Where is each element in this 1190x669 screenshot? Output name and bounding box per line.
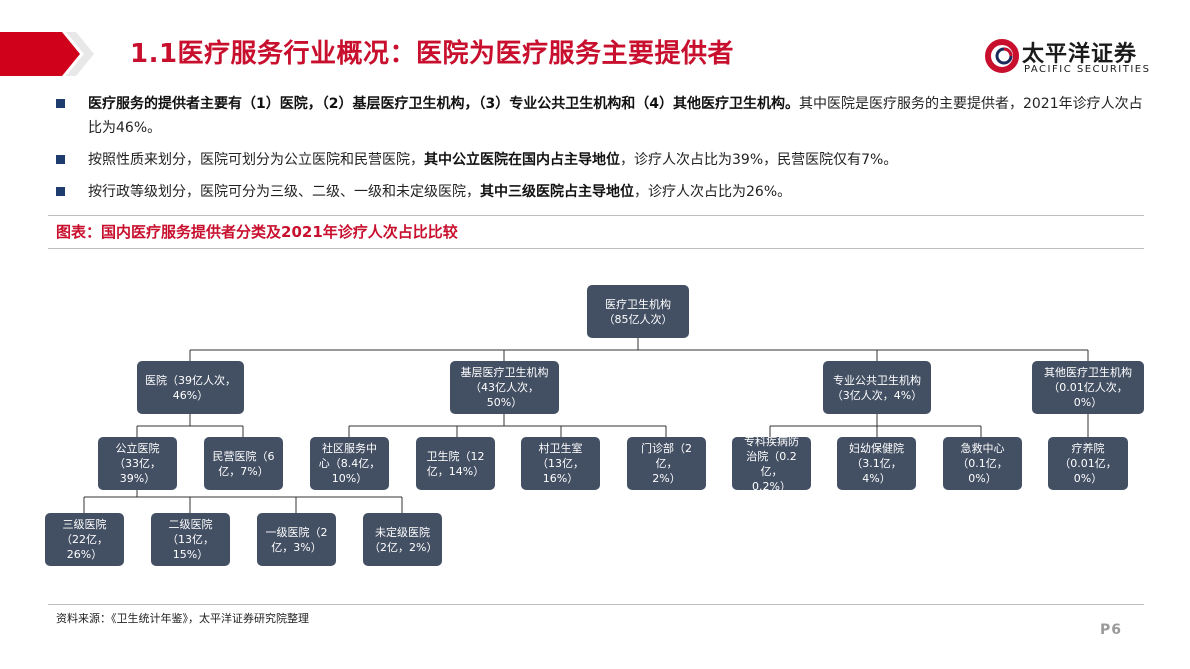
title-red-tab (0, 32, 94, 76)
node-sanatorium: 疗养院 （0.01亿， 0%） (1048, 437, 1128, 490)
bullet-item: 按行政等级划分，医院可分为三级、二级、一级和未定级医院，其中三级医院占主导地位，… (52, 180, 1152, 204)
company-logo: 太平洋证券 PACIFIC SECURITIES (982, 34, 1172, 82)
bullet-item: 按照性质来划分，医院可划分为公立医院和民营医院，其中公立医院在国内占主导地位，诊… (52, 148, 1152, 172)
node-tier2: 二级医院 （13亿，15%） (151, 513, 230, 566)
bullet-list: 医疗服务的提供者主要有（1）医院，（2）基层医疗卫生机构，（3）专业公共卫生机构… (52, 92, 1152, 212)
node-outpatient: 门诊部（2亿， 2%） (627, 437, 706, 490)
logo-mark-icon (985, 39, 1019, 73)
source-note: 资料来源：《卫生统计年鉴》，太平洋证券研究院整理 (56, 612, 309, 625)
node-township-hospital: 卫生院（12 亿，14%） (416, 437, 495, 490)
caption-divider-bottom (48, 248, 1144, 249)
node-unrated: 未定级医院 （2亿，2%） (363, 513, 442, 566)
node-hospital: 医院（39亿人次， 46%） (137, 361, 244, 414)
node-root: 医疗卫生机构 （85亿人次） (587, 285, 689, 338)
node-maternal: 妇幼保健院 （3.1亿，4%） (837, 437, 916, 490)
node-other: 其他医疗卫生机构 （0.01亿人次，0%） (1032, 361, 1144, 414)
node-grassroots: 基层医疗卫生机构 （43亿人次，50%） (450, 361, 559, 414)
page-number: P6 (1100, 622, 1123, 638)
node-public-hospital: 公立医院 （33亿，39%） (98, 437, 177, 490)
node-village-clinic: 村卫生室 （13亿，16%） (521, 437, 600, 490)
source-divider (48, 604, 1144, 605)
node-tier3: 三级医院 （22亿，26%） (45, 513, 124, 566)
node-tier1: 一级医院（2 亿，3%） (257, 513, 336, 566)
logo-text-cn: 太平洋证券 (1022, 42, 1138, 67)
node-emergency: 急救中心 （0.1亿，0%） (943, 437, 1022, 490)
node-specialist: 专科疾病防 治院（0.2亿， 0.2%） (732, 435, 811, 493)
bullet-square-icon (56, 155, 65, 164)
node-private-hospital: 民营医院（6 亿，7%） (204, 437, 283, 490)
bullet-item: 医疗服务的提供者主要有（1）医院，（2）基层医疗卫生机构，（3）专业公共卫生机构… (52, 92, 1152, 140)
node-community-center: 社区服务中 心（8.4亿， 10%） (310, 437, 389, 490)
bullet-square-icon (56, 99, 65, 108)
caption-divider-top (48, 215, 1144, 216)
page-title: 1.1医疗服务行业概况：医院为医疗服务主要提供者 (130, 39, 735, 69)
node-public-health: 专业公共卫生机构 （3亿人次，4%） (823, 361, 931, 414)
logo-text-en: PACIFIC SECURITIES (1024, 64, 1151, 75)
figure-caption: 图表：国内医疗服务提供者分类及2021年诊疗人次占比比较 (56, 223, 458, 241)
bullet-square-icon (56, 187, 65, 196)
